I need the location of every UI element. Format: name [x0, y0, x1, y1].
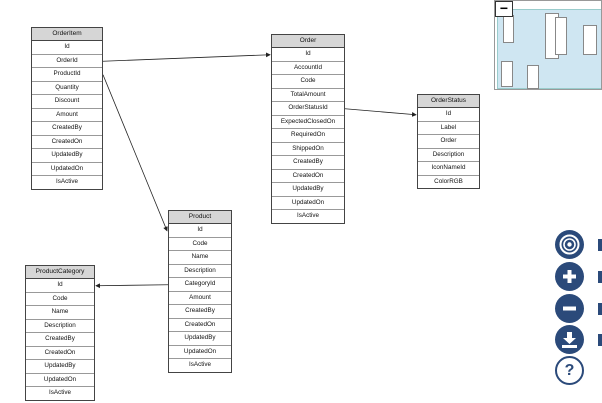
entity-field[interactable]: CategoryId — [169, 278, 231, 292]
entity-field[interactable]: Amount — [169, 292, 231, 305]
fit-view-button[interactable] — [555, 230, 584, 259]
side-panel-tab[interactable] — [598, 271, 602, 283]
entity-header: Product — [169, 211, 231, 224]
entity-field[interactable]: Id — [418, 108, 479, 122]
entity-field[interactable]: CreatedOn — [169, 319, 231, 332]
minimap-collapse-button[interactable]: − — [495, 1, 513, 17]
entity-field[interactable]: Description — [169, 265, 231, 278]
entity-field[interactable]: IsActive — [55, 178, 79, 185]
entity-header: ProductCategory — [26, 266, 94, 279]
minimap-entity — [583, 25, 597, 55]
entity-field[interactable]: Code — [169, 238, 231, 251]
relation-line-orderitem-product — [102, 74, 168, 232]
entity-field[interactable]: IsActive — [296, 212, 320, 219]
entity-field[interactable]: TotalAmount — [272, 89, 344, 102]
zoom-in-icon — [563, 270, 576, 283]
side-panel-tab[interactable] — [598, 334, 602, 346]
entity-field[interactable]: UpdatedOn — [26, 374, 94, 387]
entity-field[interactable]: Order — [418, 135, 479, 149]
entity-field[interactable]: CreatedOn — [26, 347, 94, 360]
relation-line-product-productcategory — [95, 283, 169, 289]
entity-header: Order — [272, 35, 344, 48]
entity-field[interactable]: Code — [272, 75, 344, 89]
entity-field[interactable]: Description — [26, 320, 94, 333]
entity-field[interactable]: IsActive — [48, 389, 72, 396]
entity-field[interactable]: UpdatedOn — [169, 346, 231, 359]
relation-line-orderitem-order — [102, 52, 271, 62]
entity-header: OrderItem — [32, 28, 102, 41]
entity-field[interactable]: UpdatedBy — [169, 332, 231, 346]
target-icon — [559, 234, 580, 255]
entity-field[interactable]: CreatedBy — [272, 156, 344, 170]
entity-field[interactable]: UpdatedBy — [272, 183, 344, 197]
zoom-out-icon — [563, 306, 576, 311]
entity-field[interactable]: Id — [26, 279, 94, 293]
entity-field[interactable]: IconNameId — [418, 162, 479, 176]
relation-line-order-orderstatus — [344, 108, 417, 117]
entity-field[interactable]: OrderId — [32, 55, 102, 68]
entity-field[interactable]: ShippedOn — [272, 143, 344, 156]
zoom-out-button[interactable] — [555, 294, 584, 323]
entity-field[interactable]: ColorRGB — [434, 177, 463, 185]
entity-field[interactable]: Id — [32, 41, 102, 55]
entity-field[interactable]: CreatedOn — [32, 136, 102, 149]
entity-field[interactable]: UpdatedOn — [272, 197, 344, 210]
entity-field[interactable]: Discount — [32, 95, 102, 109]
minimap-entity — [555, 17, 567, 55]
entity-field[interactable]: RequiredOn — [272, 129, 344, 143]
entity-field[interactable]: CreatedOn — [272, 170, 344, 183]
side-panel-tab[interactable] — [598, 303, 602, 315]
entity-field[interactable]: CreatedBy — [169, 305, 231, 319]
entity-field[interactable]: UpdatedBy — [26, 360, 94, 374]
help-icon: ? — [564, 362, 575, 379]
relation-lines — [95, 52, 417, 289]
minimap-entity — [501, 61, 513, 87]
entity-field[interactable]: Name — [169, 251, 231, 265]
minimap[interactable]: − — [494, 0, 602, 90]
side-panel-tab[interactable] — [598, 239, 602, 251]
entity-field[interactable]: OrderStatusId — [272, 102, 344, 116]
minimap-entity — [527, 65, 539, 89]
entity-field[interactable]: Quantity — [32, 82, 102, 95]
entity-field[interactable]: IsActive — [188, 361, 212, 368]
entity-field[interactable]: Id — [272, 48, 344, 62]
entity-field[interactable]: AccountId — [272, 62, 344, 75]
entity-field[interactable]: ProductId — [32, 68, 102, 82]
download-button[interactable] — [555, 325, 584, 354]
entity-field[interactable]: UpdatedOn — [32, 163, 102, 176]
minimap-entity — [503, 15, 514, 43]
entity-field[interactable]: Description — [418, 149, 479, 162]
entity-field[interactable]: Code — [26, 293, 94, 306]
entity-field[interactable]: ExpectedClosedOn — [272, 116, 344, 129]
entity-field[interactable]: Id — [169, 224, 231, 238]
entity-field[interactable]: Name — [26, 306, 94, 320]
zoom-in-button[interactable] — [555, 262, 584, 291]
entity-field[interactable]: CreatedBy — [32, 122, 102, 136]
entity-header: OrderStatus — [418, 95, 479, 108]
help-button[interactable]: ? — [555, 356, 584, 385]
entity-field[interactable]: Amount — [32, 109, 102, 122]
entity-field[interactable]: CreatedBy — [26, 333, 94, 347]
entity-field[interactable]: UpdatedBy — [32, 149, 102, 163]
download-icon — [562, 332, 577, 348]
entity-field[interactable]: Label — [418, 122, 479, 135]
